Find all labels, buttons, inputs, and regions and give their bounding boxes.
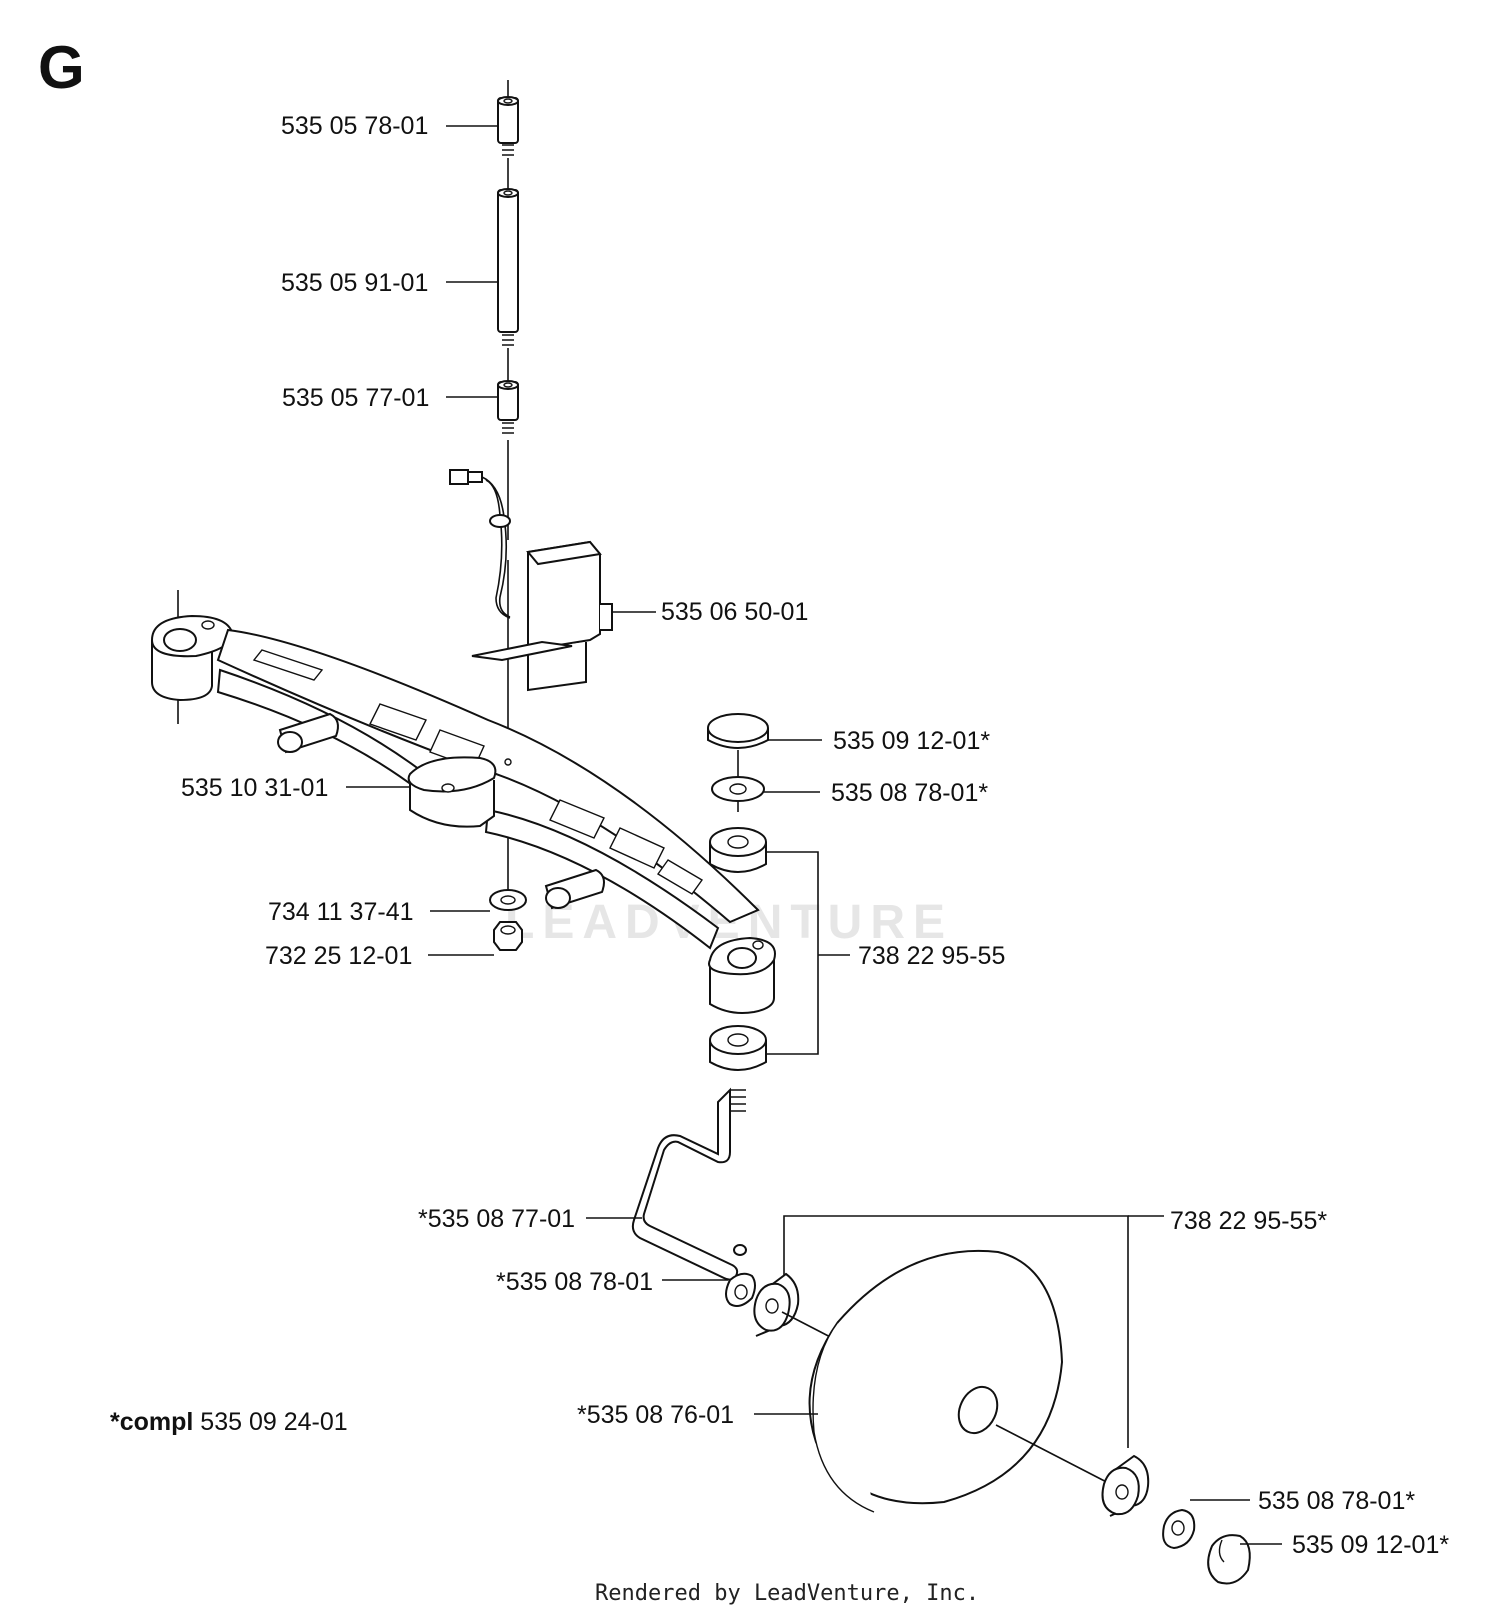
part-label-738-22-95-55-star: 738 22 95-55* — [1170, 1207, 1327, 1235]
part-label-535-09-12-01-top: 535 09 12-01* — [833, 727, 990, 755]
part-label-535-08-76-01: *535 08 76-01 — [577, 1401, 734, 1429]
wheel-assembly-drawing — [725, 1249, 1251, 1585]
part-label-535-08-78-01-right: 535 08 78-01* — [1258, 1487, 1415, 1515]
leader-lines — [346, 125, 1282, 1545]
part-label-535-08-78-01-top: 535 08 78-01* — [831, 779, 988, 807]
part-label-732-25-12-01: 732 25 12-01 — [265, 942, 412, 970]
right-column-drawing — [631, 713, 769, 1281]
part-label-535-06-50-01: 535 06 50-01 — [661, 598, 808, 626]
shaft-assembly — [497, 80, 519, 890]
axle-frame-drawing — [150, 590, 776, 1014]
part-label-535-05-77-01: 535 05 77-01 — [282, 384, 429, 412]
spacer-top-drawing — [497, 96, 519, 156]
part-label-535-05-78-01: 535 05 78-01 — [281, 112, 428, 140]
part-label-535-10-31-01: 535 10 31-01 — [181, 774, 328, 802]
sensor-drawing — [449, 469, 613, 692]
part-label-738-22-95-55: 738 22 95-55 — [858, 942, 1005, 970]
section-letter: G — [38, 34, 85, 101]
compl-number: 535 09 24-01 — [193, 1408, 347, 1436]
part-label-734-11-37-41: 734 11 37-41 — [268, 898, 414, 926]
footer-rendered-by: Rendered by LeadVenture, Inc. — [595, 1581, 979, 1606]
part-label-535-08-78-01-left: *535 08 78-01 — [496, 1268, 653, 1296]
part-label-535-08-77-01: *535 08 77-01 — [418, 1205, 575, 1233]
spacer-bottom-drawing — [497, 380, 519, 434]
compl-prefix: *compl — [110, 1408, 193, 1436]
spacer-long-drawing — [497, 188, 519, 346]
part-label-535-09-12-01-right: 535 09 12-01* — [1292, 1531, 1449, 1559]
washer-nut-drawing — [489, 889, 527, 951]
compl-note: *compl 535 09 24-01 — [110, 1408, 348, 1436]
part-label-535-05-91-01: 535 05 91-01 — [281, 269, 428, 297]
